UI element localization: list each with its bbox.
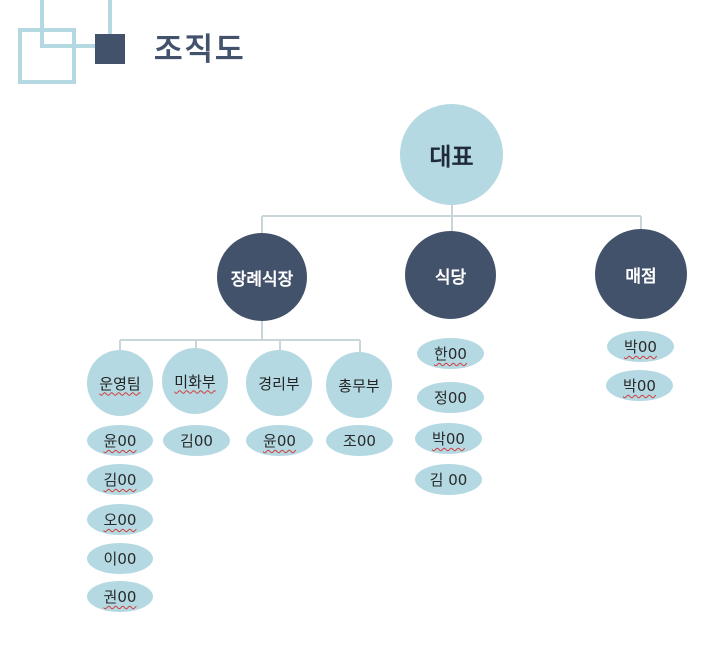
team-node-accounting: 경리부 — [246, 350, 312, 416]
org-root-label: 대표 — [429, 143, 474, 171]
dept-label: 매점 — [625, 266, 657, 287]
member-operations-2: 김00 — [87, 464, 153, 495]
member-restaurant-1: 한00 — [417, 338, 484, 369]
member-operations-5: 권00 — [87, 581, 153, 612]
member-restaurant-3: 박00 — [415, 423, 482, 454]
dept-node-store: 매점 — [595, 229, 687, 319]
team-node-general-affairs: 총무부 — [326, 352, 392, 418]
header-deco-frame-back — [40, 0, 112, 48]
member-general-affairs-1: 조00 — [326, 425, 393, 456]
team-node-operations: 운영팀 — [87, 350, 153, 416]
dept-label: 식당 — [434, 267, 467, 288]
team-label: 경리부 — [258, 374, 300, 393]
member-store-2: 박00 — [606, 370, 673, 401]
dept-node-restaurant: 식당 — [405, 231, 496, 319]
member-accounting-1: 윤00 — [246, 425, 313, 456]
dept-label: 장례식장 — [230, 269, 294, 290]
member-cleaning-1: 김00 — [163, 425, 230, 456]
header-deco-frame-front — [18, 28, 76, 84]
dept-node-funeral-hall: 장례식장 — [217, 233, 307, 321]
member-operations-3: 오00 — [87, 504, 153, 535]
team-label: 총무부 — [338, 376, 380, 395]
header-deco-square — [95, 34, 125, 64]
page-title: 조직도 — [154, 32, 246, 68]
member-restaurant-2: 정00 — [417, 382, 484, 413]
member-operations-4: 이00 — [87, 543, 153, 574]
member-store-1: 박00 — [607, 331, 674, 362]
team-label: 운영팀 — [99, 374, 141, 393]
team-label: 미화부 — [174, 372, 216, 391]
org-root-node: 대표 — [400, 104, 503, 205]
team-node-cleaning: 미화부 — [162, 348, 228, 414]
member-restaurant-4: 김 00 — [415, 464, 482, 495]
member-operations-1: 윤00 — [87, 425, 153, 456]
